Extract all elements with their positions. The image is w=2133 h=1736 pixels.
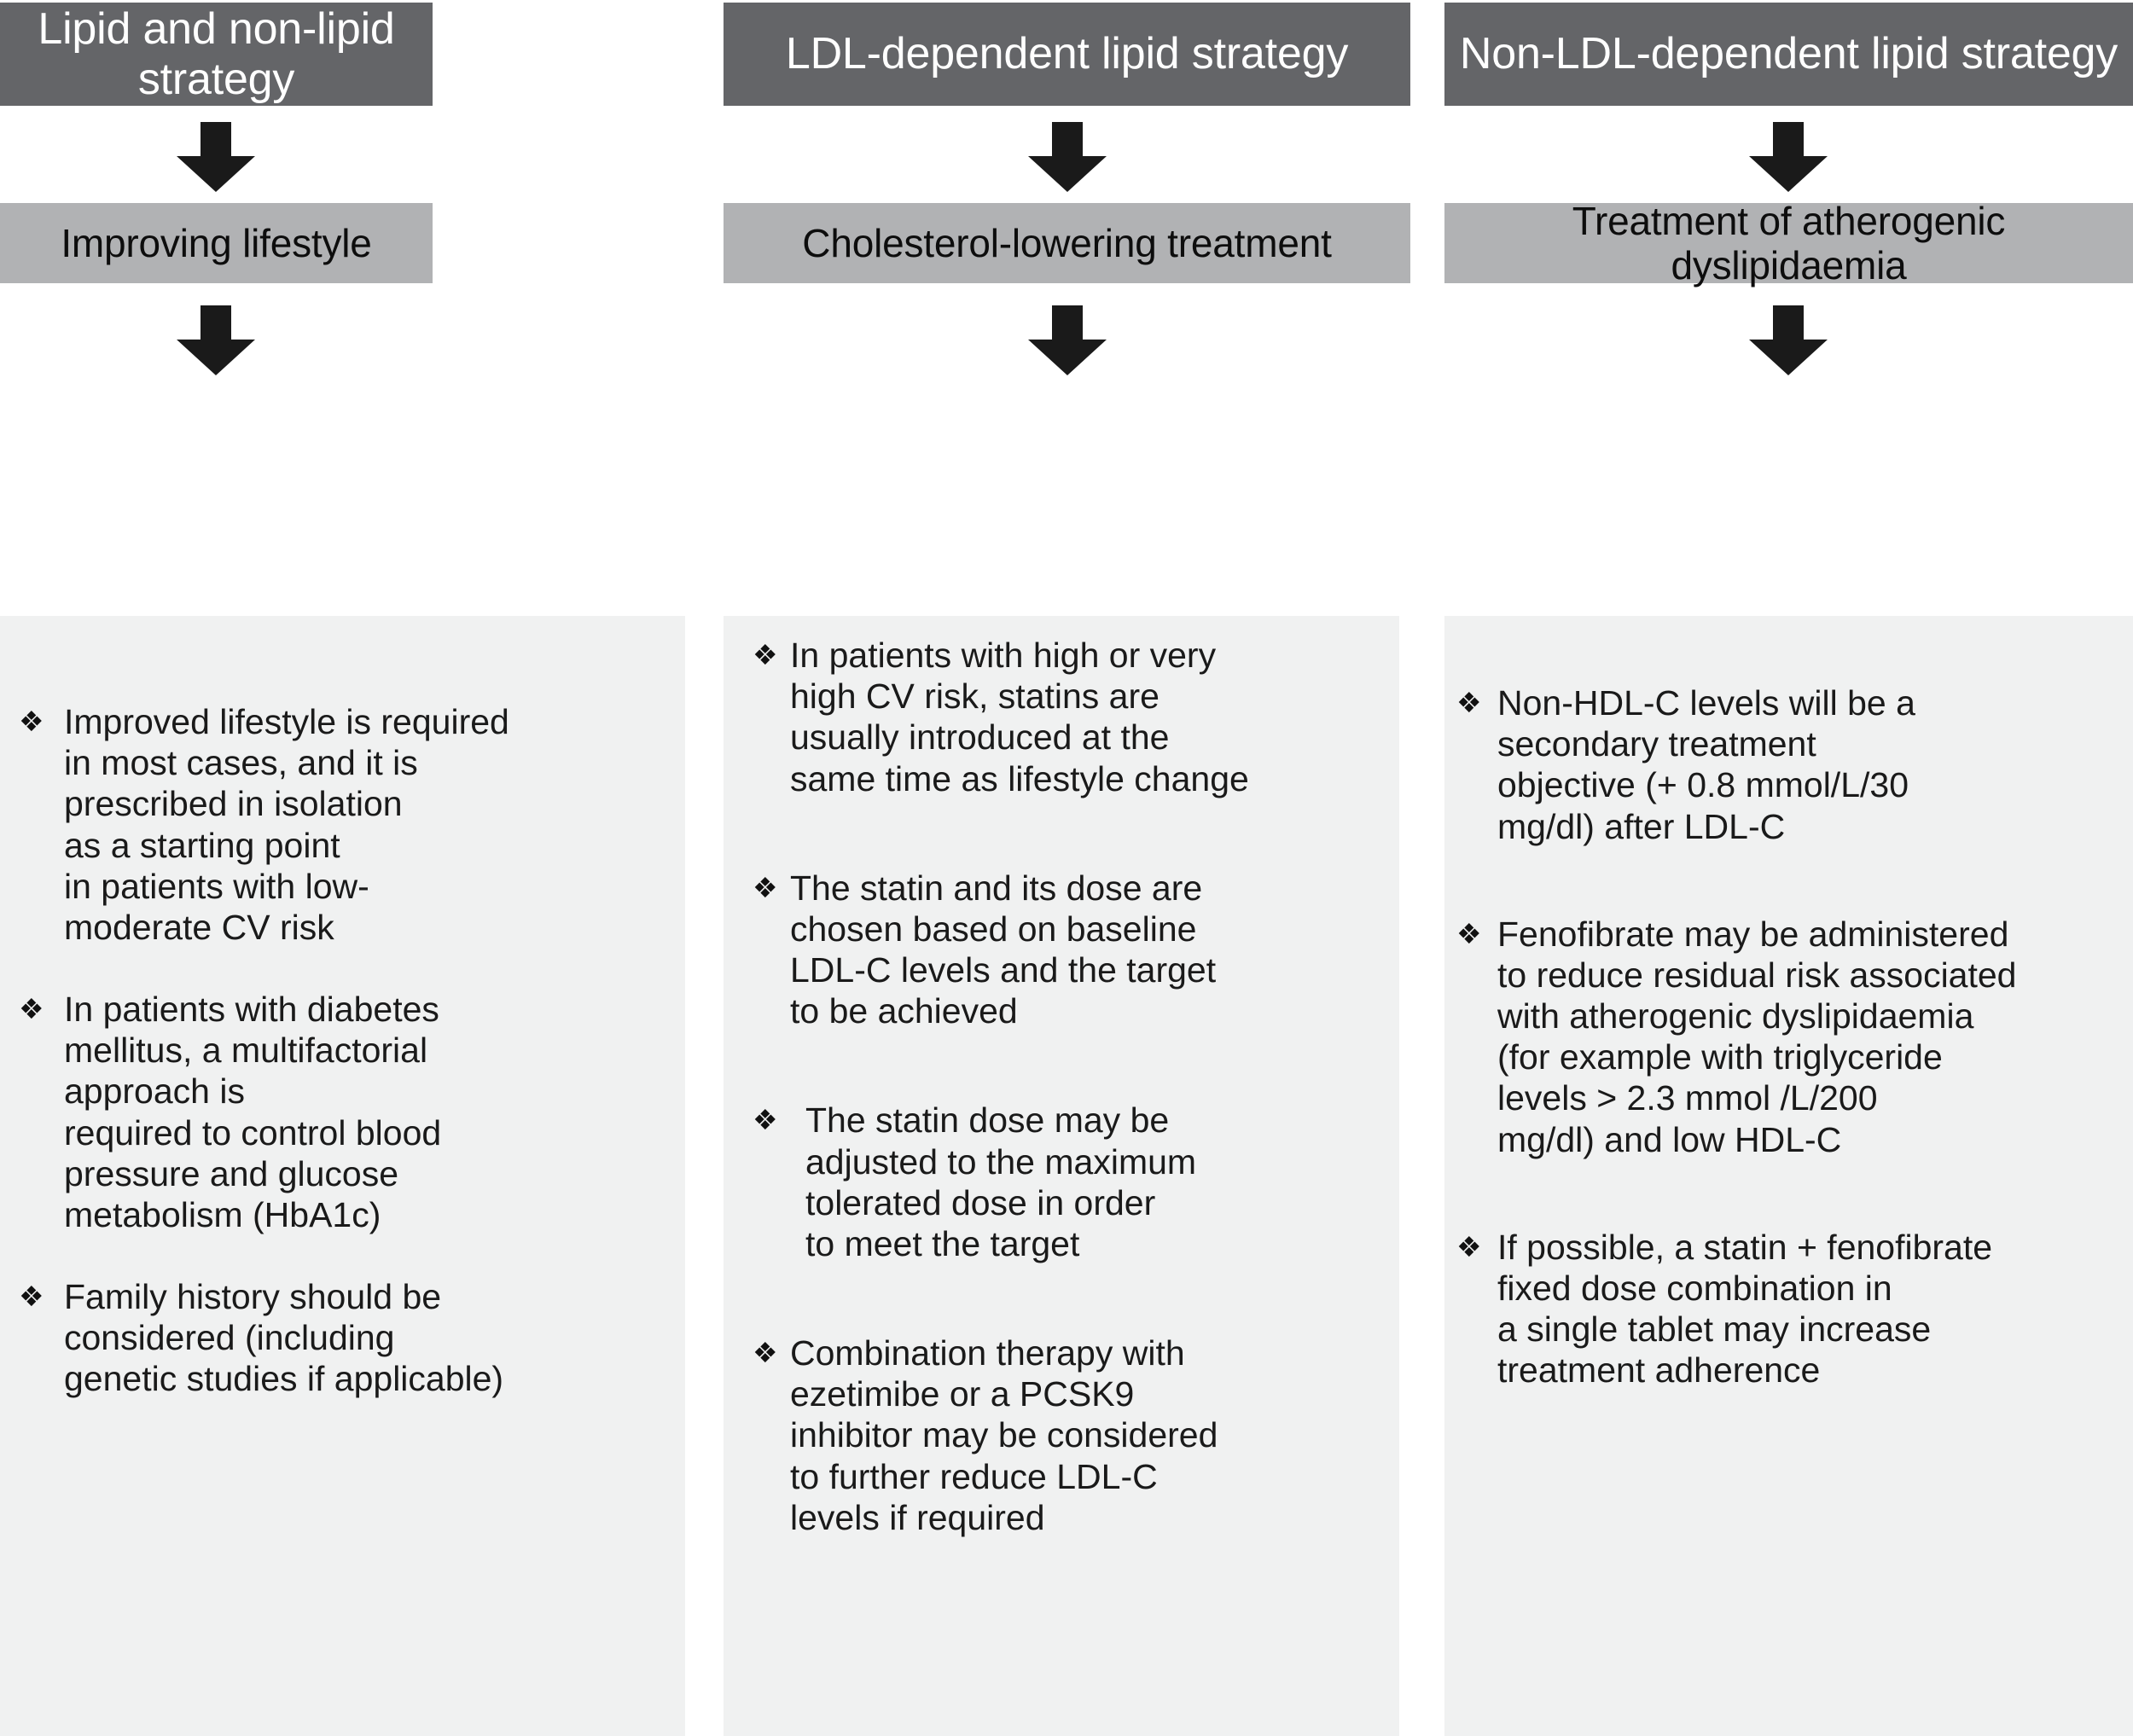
- column-header-non-ldl-dependent: Non-LDL-dependent lipid strategy: [1444, 3, 2133, 106]
- list-item-text: In patients with diabetes mellitus, a mu…: [64, 990, 442, 1234]
- column-subheader-cholesterol-lowering-treatment: Cholesterol-lowering treatment: [724, 203, 1410, 283]
- down-arrow-icon: [1741, 122, 1835, 192]
- diamond-bullet-icon: ❖: [753, 870, 778, 904]
- list-item: ❖ Improved lifestyle is required in most…: [0, 701, 685, 948]
- diamond-bullet-icon: ❖: [1456, 1229, 1482, 1263]
- strategy-column-non-ldl-dependent: Non-LDL-dependent lipid strategy Treatme…: [1444, 0, 2133, 1736]
- down-arrow-icon: [1020, 122, 1114, 192]
- list-item: ❖ Combination therapy with ezetimibe or …: [724, 1332, 1399, 1538]
- diamond-bullet-icon: ❖: [19, 1280, 44, 1314]
- strategy-column-lipid-and-non-lipid: Lipid and non-lipid strategy Improving l…: [0, 0, 685, 1736]
- list-item-text: Family history should be considered (inc…: [64, 1277, 504, 1399]
- list-item-text: The statin dose may be adjusted to the m…: [805, 1100, 1197, 1263]
- column-subheader-improving-lifestyle: Improving lifestyle: [0, 203, 433, 283]
- column-body-panel-ldl-dependent: ❖ In patients with high or very high CV …: [724, 616, 1399, 1736]
- list-item-text: The statin and its dose are chosen based…: [790, 868, 1217, 1031]
- diamond-bullet-icon: ❖: [19, 705, 44, 738]
- list-item-text: Combination therapy with ezetimibe or a …: [790, 1333, 1218, 1537]
- list-item-text: If possible, a statin + fenofibrate fixe…: [1497, 1227, 1993, 1391]
- down-arrow-icon: [169, 305, 263, 375]
- diamond-bullet-icon: ❖: [19, 992, 44, 1026]
- down-arrow-icon: [169, 122, 263, 192]
- column-subheader-treatment-of-atherogenic-dyslipidaemia: Treatment of atherogenic dyslipidaemia: [1444, 199, 2133, 287]
- list-item-text: Improved lifestyle is required in most c…: [64, 702, 509, 947]
- down-arrow-icon: [1020, 305, 1114, 375]
- column-body-panel-non-ldl-dependent: ❖ Non-HDL-C levels will be a secondary t…: [1444, 616, 2133, 1736]
- list-item-text: Non-HDL-C levels will be a secondary tre…: [1497, 683, 1915, 846]
- diamond-bullet-icon: ❖: [753, 1103, 778, 1137]
- bullet-list: ❖ In patients with high or very high CV …: [724, 635, 1399, 1538]
- column-header-ldl-dependent: LDL-dependent lipid strategy: [724, 3, 1410, 106]
- list-item-text: In patients with high or very high CV ri…: [790, 636, 1249, 798]
- list-item: ❖ Family history should be considered (i…: [0, 1276, 685, 1400]
- list-item: ❖ Fenofibrate may be administered to red…: [1444, 914, 2133, 1160]
- bullet-list: ❖ Improved lifestyle is required in most…: [0, 701, 685, 1400]
- diamond-bullet-icon: ❖: [753, 1336, 778, 1370]
- list-item: ❖ The statin and its dose are chosen bas…: [724, 868, 1399, 1032]
- list-item: ❖ Non-HDL-C levels will be a secondary t…: [1444, 682, 2133, 847]
- strategy-column-ldl-dependent: LDL-dependent lipid strategy Cholesterol…: [724, 0, 1410, 1736]
- down-arrow-icon: [1741, 305, 1835, 375]
- diamond-bullet-icon: ❖: [753, 638, 778, 671]
- list-item: ❖ In patients with high or very high CV …: [724, 635, 1399, 799]
- list-item-text: Fenofibrate may be administered to reduc…: [1497, 914, 2017, 1159]
- column-body-panel-lipid-and-non-lipid: ❖ Improved lifestyle is required in most…: [0, 616, 685, 1736]
- diamond-bullet-icon: ❖: [1456, 686, 1482, 719]
- diamond-bullet-icon: ❖: [1456, 916, 1482, 950]
- list-item: ❖ If possible, a statin + fenofibrate fi…: [1444, 1227, 2133, 1391]
- list-item: ❖ The statin dose may be adjusted to the…: [724, 1100, 1399, 1264]
- bullet-list: ❖ Non-HDL-C levels will be a secondary t…: [1444, 682, 2133, 1391]
- list-item: ❖ In patients with diabetes mellitus, a …: [0, 989, 685, 1235]
- column-header-lipid-and-non-lipid: Lipid and non-lipid strategy: [0, 3, 433, 106]
